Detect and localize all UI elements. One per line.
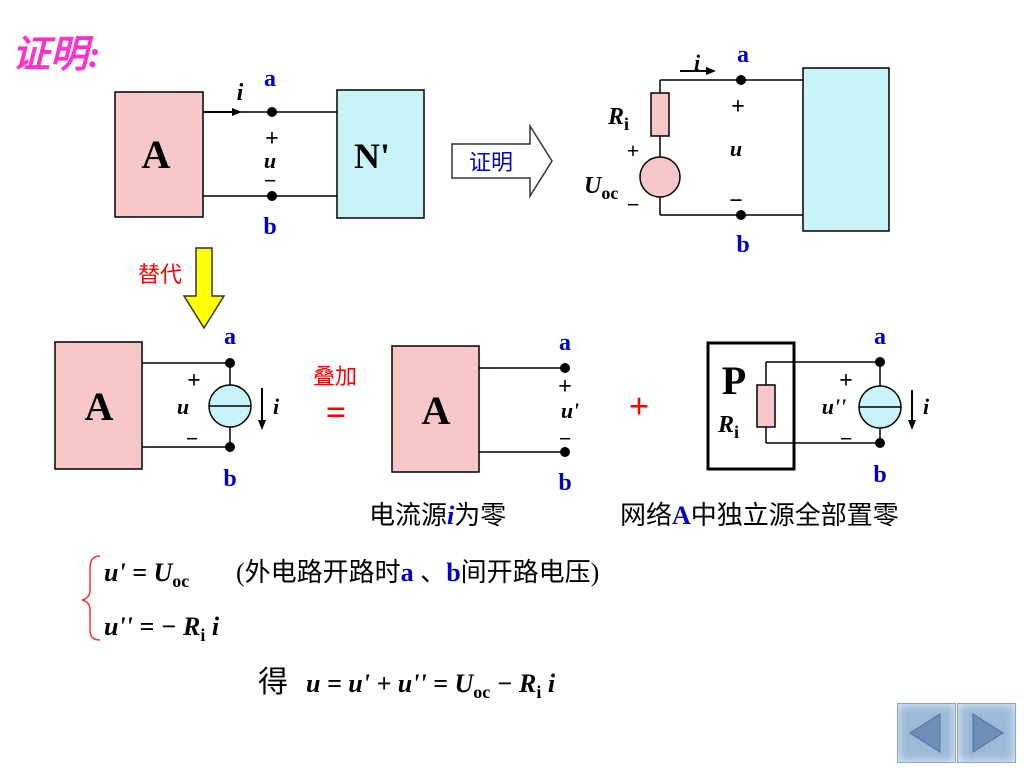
terminal-a-dot xyxy=(267,107,277,117)
terminal-a-label-p: a xyxy=(874,324,886,350)
equation-line-2: u'' = − Ri i xyxy=(104,612,220,646)
circuit-bottom-right xyxy=(706,341,916,471)
terminal-b-label-open: b xyxy=(558,470,571,496)
plus-sign-p: + xyxy=(839,368,853,394)
circuit-top-left xyxy=(114,89,425,219)
voltage-source-uoc xyxy=(639,156,681,198)
terminal-b-label-right: b xyxy=(736,232,749,258)
current-label-right: i xyxy=(694,50,701,75)
label-a-sub: A xyxy=(85,384,114,429)
terminal-b-dot-open xyxy=(560,447,570,457)
resistor-label-p: Ri xyxy=(717,412,739,442)
equation-brace xyxy=(81,555,101,641)
terminal-a-label-right: a xyxy=(737,42,749,68)
voltage-label-p: u'' xyxy=(822,394,846,419)
minus-sign-open: − xyxy=(559,426,572,451)
terminal-b-dot-right xyxy=(736,210,746,220)
circuit-top-right xyxy=(639,67,890,232)
source-label: Uoc xyxy=(584,173,618,203)
label-a-open: A xyxy=(422,388,451,433)
terminal-a-dot-p xyxy=(875,357,885,367)
circuit-bottom-left xyxy=(54,341,266,470)
label-n: N' xyxy=(354,136,390,176)
prove-arrow-label: 证明 xyxy=(469,151,513,176)
minus-sign: − xyxy=(264,168,277,193)
voltage-label-open: u' xyxy=(561,398,579,423)
prev-slide-button[interactable] xyxy=(897,703,956,763)
page-title: 证明: xyxy=(12,34,101,76)
terminal-b-dot xyxy=(267,191,277,201)
network-n-box xyxy=(336,89,425,219)
plus-sign-right: + xyxy=(731,94,745,120)
next-slide-button[interactable] xyxy=(957,703,1016,763)
circuit-bottom-middle xyxy=(391,345,565,473)
terminal-a-label-open: a xyxy=(559,330,571,356)
terminal-b-label-sub: b xyxy=(223,466,236,492)
network-a-box-sub xyxy=(54,341,143,470)
prove-arrow: 证明 xyxy=(451,123,553,199)
substitute-arrow: 替代 xyxy=(138,247,226,330)
terminal-a-dot-open xyxy=(560,363,570,373)
caption-sources-zeroed: 网络A中独立源全部置零 xyxy=(620,501,899,530)
label-p: P xyxy=(722,358,746,403)
plus-sign-sub: + xyxy=(187,368,201,394)
terminal-a-label: a xyxy=(264,66,276,92)
current-label-sub: i xyxy=(273,394,280,419)
terminal-b-dot-sub xyxy=(225,442,235,452)
terminal-b-label: b xyxy=(263,214,276,240)
triangle-right-icon xyxy=(972,713,1004,753)
network-n-box-right xyxy=(802,67,890,232)
source-plus-sign: + xyxy=(627,138,640,163)
substitute-arrow-label: 替代 xyxy=(138,263,182,288)
terminal-b-dot-p xyxy=(875,438,885,448)
caption-current-source-zero: 电流源i为零 xyxy=(369,501,507,530)
minus-sign-right: − xyxy=(729,188,743,214)
network-a-box xyxy=(114,91,204,218)
voltage-label: u xyxy=(264,148,276,173)
network-p-box xyxy=(706,341,796,471)
resistor-ri-p xyxy=(756,384,776,428)
triangle-left-icon xyxy=(909,713,941,753)
terminal-a-dot-right xyxy=(736,75,746,85)
equation-line-1: u' = Uoc xyxy=(104,558,190,592)
resistor-label: Ri xyxy=(607,104,629,134)
terminal-b-label-p: b xyxy=(873,462,886,488)
network-a-box-open xyxy=(391,345,480,473)
equation-line-1-note: (外电路开路时a 、b间开路电压) xyxy=(236,558,600,587)
minus-sign-p: − xyxy=(840,426,853,451)
current-label-p: i xyxy=(923,394,930,419)
plus-operator: + xyxy=(629,386,650,426)
equals-sign: = xyxy=(326,392,347,432)
current-label: i xyxy=(237,80,244,106)
superposition-label: 叠加 xyxy=(313,365,357,390)
voltage-label-right: u xyxy=(730,136,742,161)
source-minus-sign: − xyxy=(627,192,640,217)
plus-sign-open: + xyxy=(558,374,572,400)
label-a: A xyxy=(142,132,171,177)
resistor-ri xyxy=(650,92,670,137)
terminal-a-label-sub: a xyxy=(224,324,236,350)
terminal-a-dot-sub xyxy=(225,358,235,368)
plus-sign: + xyxy=(265,126,279,152)
minus-sign-sub: − xyxy=(186,426,199,451)
voltage-label-sub: u xyxy=(177,394,189,419)
